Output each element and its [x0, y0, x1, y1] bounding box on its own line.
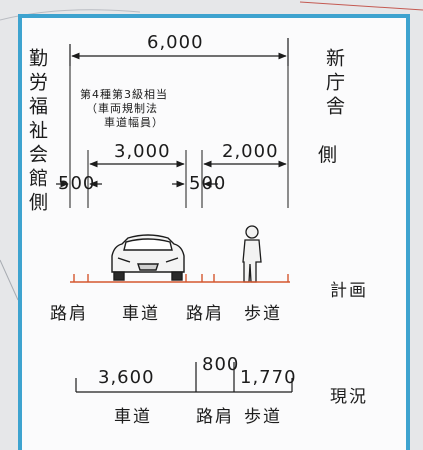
- plan-row-label: 計画: [330, 281, 368, 301]
- roadway-width-dimension: 3,000: [114, 141, 171, 162]
- current-label-roadway: 車道: [114, 407, 152, 427]
- standard-note-line-3: 車道幅員）: [104, 116, 164, 129]
- current-row-label: 現況: [330, 387, 368, 407]
- total-dimension-line: [69, 38, 289, 66]
- plan-label-roadway: 車道: [122, 304, 160, 324]
- ground-line: [70, 274, 290, 283]
- right-side-label: 新庁舎: [323, 48, 345, 120]
- standard-note-line-1: 第4種第3級相当: [80, 88, 168, 101]
- right-side-end-label: 側: [318, 144, 338, 166]
- current-sidewalk-dimension: 1,770: [240, 367, 297, 388]
- left-shoulder-dimension: 500: [58, 173, 96, 194]
- plan-label-sidewalk: 歩道: [244, 304, 282, 324]
- pedestrian-icon: [242, 225, 262, 283]
- current-label-sidewalk: 歩道: [244, 407, 282, 427]
- current-dimension-bracket: [75, 362, 293, 393]
- extension-lines: [69, 56, 289, 208]
- diagram-panel: [18, 14, 410, 450]
- current-shoulder-dimension: 800: [202, 354, 240, 375]
- current-label-shoulder: 路肩: [196, 407, 234, 427]
- car-icon: [111, 234, 185, 281]
- plan-label-shoulder-1: 路肩: [50, 304, 88, 324]
- standard-note-line-2: （車両規制法: [86, 102, 158, 115]
- left-side-label: 勤労福祉会館側: [26, 48, 48, 216]
- total-width-dimension: 6,000: [147, 32, 204, 53]
- plan-label-shoulder-2: 路肩: [186, 304, 224, 324]
- sidewalk-width-dimension: 2,000: [222, 141, 279, 162]
- current-roadway-dimension: 3,600: [98, 367, 155, 388]
